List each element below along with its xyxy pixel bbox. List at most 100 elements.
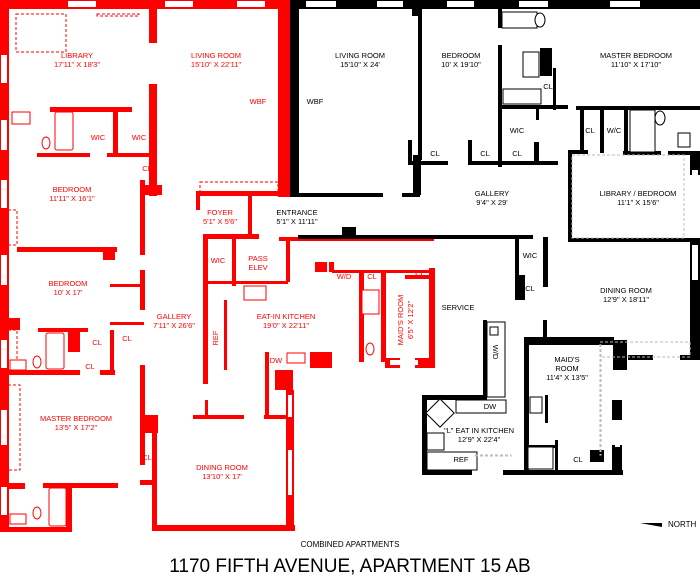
toilet-icon	[41, 136, 51, 150]
bathtub-icon	[501, 11, 538, 29]
stove-icon	[243, 285, 267, 301]
room-name-maids-room-a: MAID'S ROOM	[396, 295, 405, 346]
room-name-master-bedroom-a: MASTER BEDROOM	[40, 414, 112, 423]
room-name-living-room-b: LIVING ROOM	[335, 51, 385, 60]
room-name-gallery-b: GALLERY	[475, 189, 509, 198]
room-name-entrance: ENTRANCE	[276, 208, 317, 217]
room-size-maids-room-b: 11'4" X 13'5"	[546, 373, 588, 382]
bathtub-icon	[45, 332, 65, 370]
washer-icon	[489, 326, 499, 336]
room-size-master-bedroom-b: 11'10" X 17'10"	[611, 60, 662, 69]
closet-label: CL	[92, 338, 102, 347]
room-name-dining-room-b: DINING ROOM	[600, 286, 652, 295]
bathtub-icon	[54, 111, 74, 151]
closet-label: CL	[543, 82, 553, 91]
room-name-gallery-a: GALLERY	[157, 312, 191, 321]
room-name-library: LIBRARY	[61, 51, 93, 60]
counter	[486, 321, 506, 398]
sink-icon	[9, 513, 27, 525]
toilet-icon	[32, 506, 42, 520]
closet-label: CL	[573, 455, 583, 464]
closet-label: CL	[122, 334, 132, 343]
apartment-a-labels: LIBRARY 17'11" X 18'3" LIVING ROOM 15'10…	[40, 51, 425, 481]
refrigerator-label-b: REF	[454, 455, 469, 464]
room-name-bedroom-a2: BEDROOM	[49, 279, 88, 288]
counter	[426, 432, 445, 451]
room-size-maids-room-a: 6'5" X 12'2"	[406, 301, 415, 340]
fireplace-label-a: WBF	[250, 97, 267, 106]
room-size-living-room-a: 15'10" X 22'11"	[191, 60, 242, 69]
fireplace-label-b: WBF	[307, 97, 324, 106]
apartment-a-fixtures	[7, 13, 380, 527]
closet-label: CL	[415, 269, 425, 278]
apartment-b-windows	[306, 1, 698, 474]
room-size-entrance: 5'1" X 11'11"	[276, 217, 318, 226]
shower-icon	[527, 446, 554, 470]
apartment-b-labels: ENTRANCE 5'1" X 11'11" LIVING ROOM 15'10…	[276, 51, 676, 464]
closet-label: WIC	[91, 133, 106, 142]
sink-icon	[11, 111, 31, 125]
apartment-b-walls	[290, 0, 700, 475]
room-size-dining-room-b: 12'9" X 18'11"	[603, 295, 649, 304]
closet-label: CL	[430, 149, 440, 158]
room-name-kitchen-b: "L" EAT IN KITCHEN	[444, 426, 514, 435]
closet-label: CL	[142, 164, 152, 173]
toilet-icon	[365, 342, 375, 356]
apartment-b-fixtures	[425, 11, 691, 471]
bathtub-icon	[502, 88, 542, 105]
washer-dryer-label-b: W/D	[491, 345, 500, 360]
room-size-library-bedroom: 11'1" X 15'6"	[617, 198, 659, 207]
bathtub-icon	[48, 487, 67, 527]
closet-label: WIC	[211, 256, 226, 265]
sink-icon	[522, 51, 540, 78]
sink-icon	[677, 132, 691, 148]
stove-icon	[425, 398, 455, 428]
water-closet-label: W/C	[607, 126, 622, 135]
room-name-foyer: FOYER	[207, 208, 233, 217]
room-name-maids-room-b: MAID'S	[554, 355, 579, 364]
toilet-icon	[654, 110, 666, 126]
closet-label: CL	[480, 149, 490, 158]
room-size-gallery-a: 7'11" X 26'6"	[153, 321, 195, 330]
dishwasher-label-a: DW	[270, 356, 283, 365]
shower-icon	[629, 109, 656, 153]
room-size-bedroom-a2: 10' X 17'	[54, 288, 83, 297]
room-name-bedroom-a1: BEDROOM	[53, 185, 92, 194]
room-size-foyer: 5'1" X 5'6"	[203, 217, 237, 226]
north-label: NORTH	[668, 520, 697, 529]
room-name-library-bedroom: LIBRARY / BEDROOM	[600, 189, 677, 198]
closet-label: WIC	[510, 126, 525, 135]
room-size-bedroom-a1: 11'11" X 16'1"	[49, 194, 95, 203]
room-name-dining-room-a: DINING ROOM	[196, 463, 248, 472]
dishwasher-label-b: DW	[484, 402, 497, 411]
room-name-master-bedroom-b: MASTER BEDROOM	[600, 51, 672, 60]
room-name-kitchen-a: EAT-IN KITCHEN	[257, 312, 316, 321]
closet-label: WIC	[523, 251, 538, 260]
plan-subtitle: COMBINED APARTMENTS	[300, 540, 400, 549]
closet-label: WIC	[132, 133, 147, 142]
closet-label: CL	[512, 149, 522, 158]
sink-icon	[9, 359, 27, 371]
toilet-icon	[534, 12, 546, 28]
pass-elevator-label: ELEV	[248, 263, 267, 272]
shower-icon	[361, 289, 380, 315]
pass-elevator-label: PASS	[248, 254, 267, 263]
toilet-icon	[32, 355, 42, 369]
room-name-bedroom-b: BEDROOM	[442, 51, 481, 60]
closet-label: CL	[367, 272, 377, 281]
north-indicator: NORTH	[640, 520, 696, 529]
room-size-library: 17'11" X 18'3"	[54, 60, 100, 69]
refrigerator	[426, 451, 478, 471]
apartment-a-walls	[0, 0, 435, 532]
apartment-a-windows	[1, 1, 418, 515]
room-size-kitchen-b: 12'9" X 22'4"	[458, 435, 501, 444]
closet-label: CL	[585, 126, 595, 135]
refrigerator-label-a: REF	[211, 330, 220, 345]
room-size-bedroom-b: 10' X 19'10"	[441, 60, 481, 69]
room-size-gallery-b: 9'4" X 29'	[476, 198, 508, 207]
closet-label: CL	[142, 453, 152, 462]
dishwasher-sink	[455, 399, 507, 414]
service-label: SERVICE	[442, 303, 475, 312]
room-name-maids-room-b: ROOM	[555, 364, 578, 373]
